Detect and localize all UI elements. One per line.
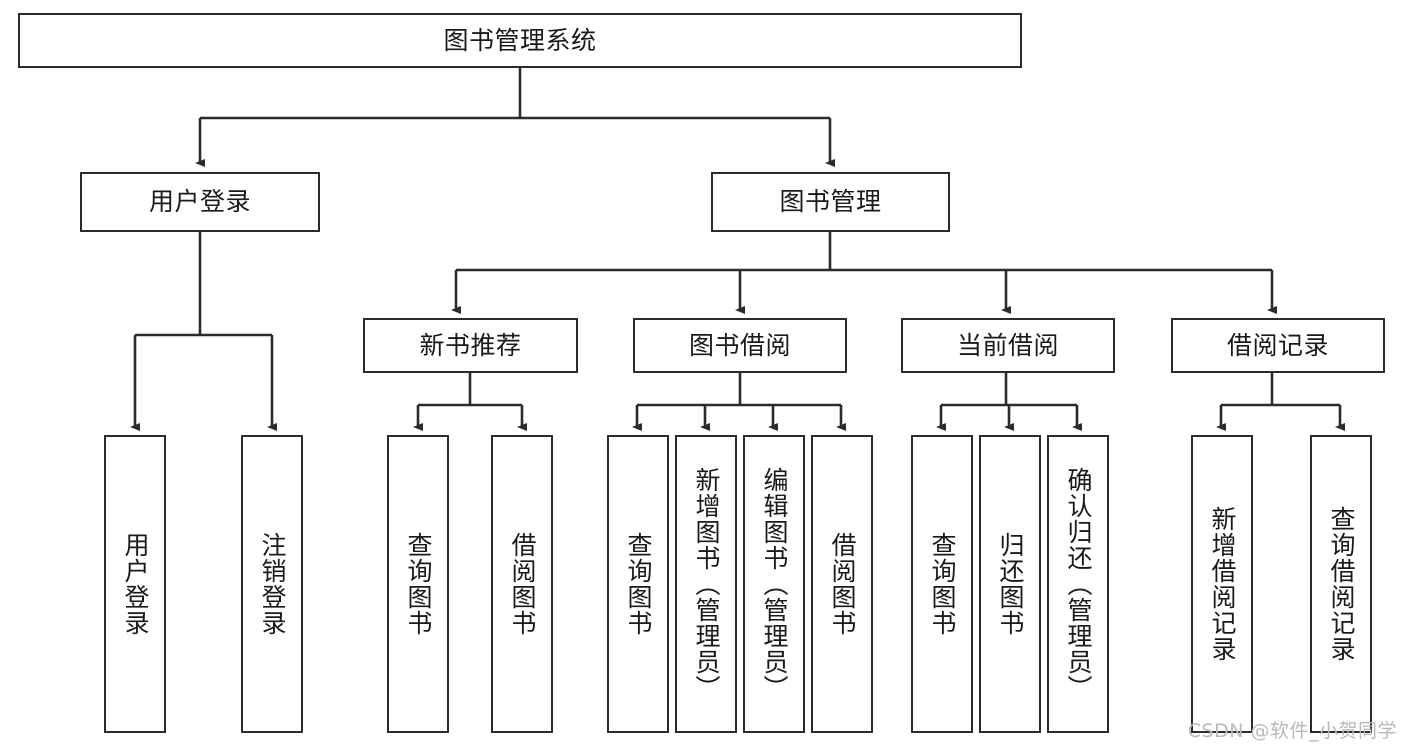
node-new-book-recommend-label: 新书推荐 <box>419 330 522 360</box>
leaf-query-book-borrow-label: 查询图书 <box>624 532 653 636</box>
leaf-logout-login[interactable]: 注销登录 <box>241 435 303 733</box>
leaf-edit-book-admin-label: 编辑图书（管理员） <box>760 467 789 701</box>
leaf-add-book-admin-label: 新增图书（管理员） <box>692 467 721 701</box>
node-book-management[interactable]: 图书管理 <box>711 172 950 232</box>
node-user-login[interactable]: 用户登录 <box>80 172 320 232</box>
leaf-user-login[interactable]: 用户登录 <box>104 435 166 733</box>
node-borrow-record[interactable]: 借阅记录 <box>1171 318 1385 373</box>
leaf-confirm-return-admin[interactable]: 确认归还（管理员） <box>1047 435 1109 733</box>
leaf-add-book-admin[interactable]: 新增图书（管理员） <box>675 435 737 733</box>
leaf-query-book-new-recommend-label: 查询图书 <box>404 532 433 636</box>
node-book-borrow[interactable]: 图书借阅 <box>633 318 847 373</box>
leaf-query-borrow-record-label: 查询借阅记录 <box>1327 506 1356 662</box>
leaf-borrow-book-new-recommend-label: 借阅图书 <box>508 532 537 636</box>
leaf-query-book-borrow[interactable]: 查询图书 <box>607 435 669 733</box>
node-new-book-recommend[interactable]: 新书推荐 <box>363 318 578 373</box>
leaf-logout-login-label: 注销登录 <box>258 532 287 636</box>
leaf-query-book-current-label: 查询图书 <box>928 532 957 636</box>
node-borrow-record-label: 借阅记录 <box>1226 330 1329 360</box>
node-book-borrow-label: 图书借阅 <box>688 330 791 360</box>
node-current-borrow-label: 当前借阅 <box>956 330 1059 360</box>
csdn-watermark: CSDN @软件_小贺同学 <box>1187 720 1397 742</box>
node-root-book-management-system[interactable]: 图书管理系统 <box>18 13 1022 68</box>
node-user-login-label: 用户登录 <box>148 187 251 217</box>
leaf-borrow-book-borrow[interactable]: 借阅图书 <box>811 435 873 733</box>
leaf-borrow-book-new-recommend[interactable]: 借阅图书 <box>491 435 553 733</box>
leaf-add-borrow-record[interactable]: 新增借阅记录 <box>1191 435 1253 733</box>
leaf-query-borrow-record[interactable]: 查询借阅记录 <box>1310 435 1372 733</box>
node-book-management-label: 图书管理 <box>779 187 882 217</box>
leaf-confirm-return-admin-label: 确认归还（管理员） <box>1064 467 1093 701</box>
node-current-borrow[interactable]: 当前借阅 <box>901 318 1115 373</box>
leaf-user-login-label: 用户登录 <box>121 532 150 636</box>
leaf-add-borrow-record-label: 新增借阅记录 <box>1208 506 1237 662</box>
leaf-return-book-label: 归还图书 <box>996 532 1025 636</box>
leaf-query-book-new-recommend[interactable]: 查询图书 <box>387 435 449 733</box>
leaf-query-book-current[interactable]: 查询图书 <box>911 435 973 733</box>
node-root-label: 图书管理系统 <box>443 25 597 55</box>
leaf-borrow-book-borrow-label: 借阅图书 <box>828 532 857 636</box>
leaf-edit-book-admin[interactable]: 编辑图书（管理员） <box>743 435 805 733</box>
leaf-return-book[interactable]: 归还图书 <box>979 435 1041 733</box>
